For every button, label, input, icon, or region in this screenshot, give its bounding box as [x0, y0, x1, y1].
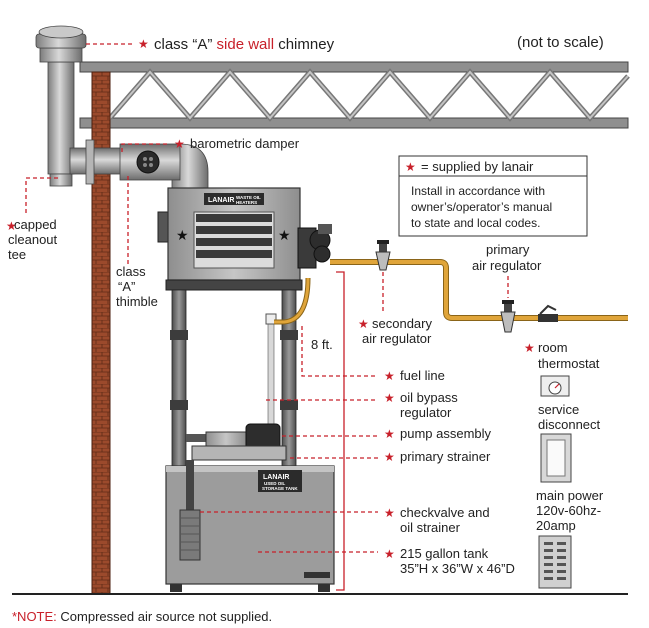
not-to-scale-note: (not to scale)	[517, 34, 604, 51]
tank-brand: LANAIR	[263, 474, 289, 481]
heater-unit: LANAIR WASTE OIL HEATERS ★ ★	[157, 187, 332, 291]
primary-air-regulator-device	[500, 300, 558, 333]
heater-brand: LANAIR	[208, 197, 234, 204]
checkvalve-label-1: checkvalve and	[400, 505, 490, 520]
chimney-title: class “A” side wall chimney	[154, 36, 335, 53]
secondary-air-regulator-label-1: secondary	[372, 316, 432, 331]
main-power-label-1: main power	[536, 488, 604, 503]
pump-assembly-device	[186, 423, 287, 461]
main-power-label-3: 20amp	[536, 518, 576, 533]
legend-install-line-3: to state and local codes.	[411, 216, 540, 230]
capped-tee-leader	[25, 177, 58, 216]
service-disconnect-label-2: disconnect	[538, 417, 601, 432]
primary-strainer-label: primary strainer	[400, 449, 491, 464]
legend-install-line-1: Install in accordance with	[411, 184, 545, 198]
oil-bypass-star: ★	[384, 391, 395, 405]
flue-pipe	[119, 143, 209, 193]
roof-truss	[79, 61, 630, 129]
main-power-label-2: 120v-60hz-	[536, 503, 601, 518]
thimble-label-3: thimble	[116, 294, 158, 309]
secondary-star: ★	[358, 317, 369, 331]
legend-install-line-2: owner’s/operator’s manual	[411, 200, 552, 214]
primary-strainer-star: ★	[384, 450, 395, 464]
legend-star-text: = supplied by lanair	[421, 159, 534, 174]
tank-label-1: 215 gallon tank	[400, 546, 489, 561]
tank-brand-sub-2: STORAGE TANK	[262, 486, 298, 491]
thermostat-star: ★	[524, 341, 535, 355]
pump-assembly-star: ★	[384, 427, 395, 441]
tank-label-2: 35”H x 36”W x 46”D	[400, 561, 515, 576]
tank-star: ★	[384, 547, 395, 561]
heater-brand-sub-1: WASTE OIL	[236, 195, 261, 200]
checkvalve-label-2: oil strainer	[400, 520, 461, 535]
room-thermostat-label-1: room	[538, 340, 568, 355]
damper-star: ★	[174, 137, 185, 151]
capped-tee-star: ★	[6, 219, 17, 233]
capped-tee-label-2: cleanout	[8, 232, 58, 247]
tank-brand-sub-1: USED OIL	[264, 481, 286, 486]
height-dimension	[336, 271, 345, 591]
heater-stand	[170, 289, 298, 469]
damper-leader	[121, 143, 170, 152]
heater-star-right: ★	[278, 228, 291, 244]
thimble-label-2: “A”	[118, 279, 135, 294]
heater-louvers	[193, 211, 275, 269]
secondary-air-regulator-device	[375, 240, 391, 271]
oil-tank: LANAIR USED OIL STORAGE TANK	[165, 460, 335, 592]
height-label: 8 ft.	[311, 337, 333, 352]
pump-assembly-label: pump assembly	[400, 426, 492, 441]
primary-air-regulator-label-2: air regulator	[472, 258, 542, 273]
fuel-line-label: fuel line	[400, 368, 445, 383]
capped-tee-label-1: capped	[14, 217, 57, 232]
main-power-panel	[538, 535, 572, 589]
oil-bypass-label-2: regulator	[400, 405, 452, 420]
capped-tee-label-3: tee	[8, 247, 26, 262]
fuel-line-star: ★	[384, 369, 395, 383]
legend-box: ★ = supplied by lanair Install in accord…	[398, 155, 588, 237]
primary-air-regulator-label-1: primary	[486, 242, 530, 257]
oil-bypass-label-1: oil bypass	[400, 390, 458, 405]
barometric-damper-label: barometric damper	[190, 136, 300, 151]
fuel-line-leader	[301, 326, 378, 377]
secondary-air-regulator-label-2: air regulator	[362, 331, 432, 346]
legend-star: ★	[405, 160, 416, 174]
fuel-lines	[274, 259, 628, 325]
heater-star-left: ★	[176, 228, 189, 244]
service-disconnect-device	[540, 433, 572, 483]
chimney-star: ★	[138, 37, 149, 51]
heater-brand-sub-2: HEATERS	[236, 200, 257, 205]
thimble-label-1: class	[116, 264, 146, 279]
footnote: *NOTE: Compressed air source not supplie…	[12, 609, 272, 624]
checkvalve-star: ★	[384, 506, 395, 520]
service-disconnect-label-1: service	[538, 402, 579, 417]
room-thermostat-label-2: thermostat	[538, 356, 600, 371]
thermostat-device	[540, 375, 570, 397]
